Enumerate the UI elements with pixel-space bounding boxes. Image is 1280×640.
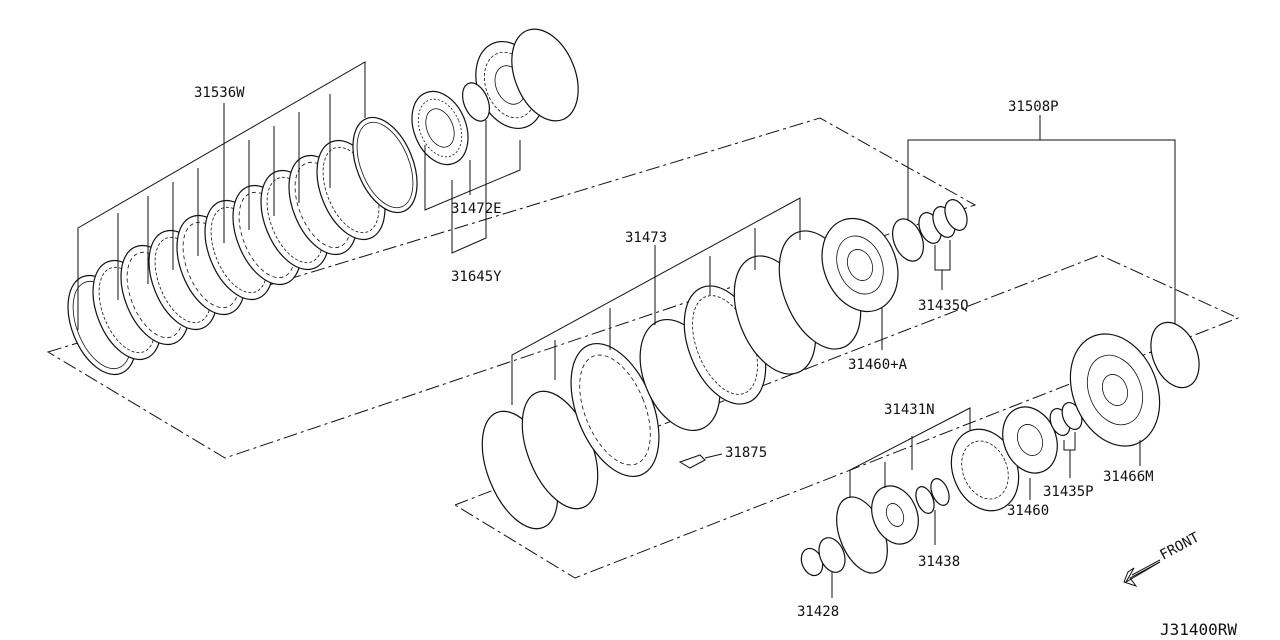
label-31536w: 31536W bbox=[194, 85, 245, 101]
housing-31466m bbox=[1069, 321, 1200, 466]
clutch-hub bbox=[411, 90, 469, 166]
clip-31875 bbox=[678, 453, 723, 469]
leader-31508p bbox=[907, 115, 1176, 330]
planetary-31460 bbox=[950, 406, 1058, 512]
label-31438: 31438 bbox=[918, 554, 960, 570]
leader-31472e bbox=[424, 140, 521, 211]
leader-31536w bbox=[77, 61, 366, 330]
group-boundary-planetary bbox=[453, 254, 1240, 579]
front-label: FRONT bbox=[1157, 529, 1202, 563]
washer-31428 bbox=[800, 537, 846, 598]
drum-assembly bbox=[461, 28, 579, 130]
label-31435p: 31435P bbox=[1043, 484, 1094, 500]
leader-31645y bbox=[451, 120, 487, 254]
clutch-plate-stack bbox=[67, 116, 418, 376]
label-31472e: 31472E bbox=[451, 201, 502, 217]
label-31460a: 31460+A bbox=[848, 357, 908, 373]
leader-31473 bbox=[511, 197, 801, 405]
label-31466m: 31466M bbox=[1103, 469, 1154, 485]
group-boundary-clutch-pack bbox=[46, 117, 977, 459]
front-arrow-icon bbox=[1123, 559, 1161, 587]
label-31431n: 31431N bbox=[884, 402, 935, 418]
label-31645y: 31645Y bbox=[451, 269, 502, 285]
label-31508p: 31508P bbox=[1008, 99, 1059, 115]
snap-ring-31473 bbox=[481, 230, 862, 530]
label-31428: 31428 bbox=[797, 604, 839, 620]
bearings-31435q bbox=[892, 199, 968, 290]
diagram-code: J31400RW bbox=[1160, 620, 1237, 639]
label-31435q: 31435Q bbox=[918, 298, 969, 314]
label-31460: 31460 bbox=[1007, 503, 1049, 519]
label-31473: 31473 bbox=[625, 230, 667, 246]
snap-ring-31431n bbox=[836, 407, 971, 574]
label-31875: 31875 bbox=[725, 445, 767, 461]
drum-31460a bbox=[821, 217, 899, 350]
